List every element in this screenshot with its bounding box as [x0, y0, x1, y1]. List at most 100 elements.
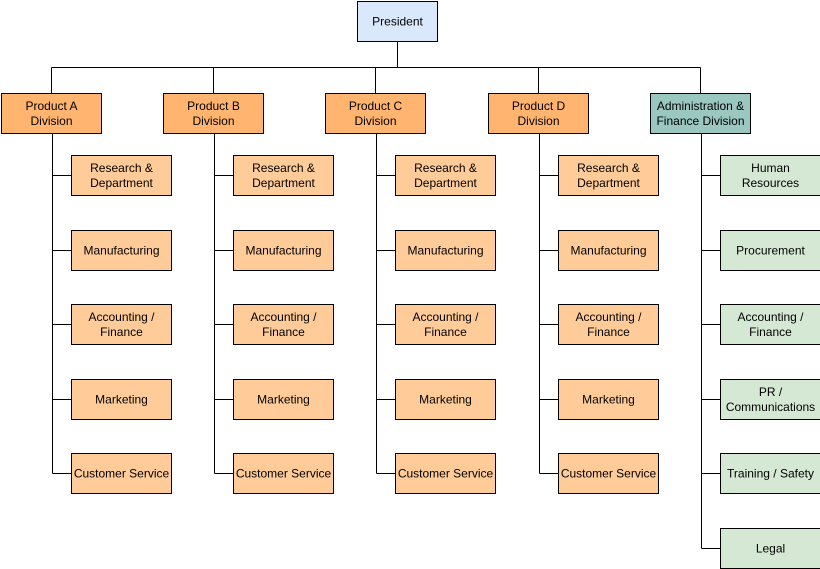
department-human-resources-box [720, 155, 820, 196]
department-pr-communications-label: PR / [759, 385, 783, 399]
department-accounting-finance-label: Finance [749, 325, 792, 339]
department-pr-communications-box [720, 379, 820, 420]
department-accounting-finance-box [71, 304, 172, 345]
president-node: President [357, 1, 438, 42]
department-legal-label: Legal [756, 542, 785, 556]
department-customer-service: Customer Service [395, 453, 496, 494]
department-manufacturing-label: Manufacturing [83, 244, 159, 258]
department-marketing: Marketing [395, 379, 496, 420]
department-marketing-box [395, 379, 496, 420]
department-manufacturing-label: Manufacturing [245, 244, 321, 258]
department-marketing: Marketing [71, 379, 172, 420]
department-manufacturing-label: Manufacturing [570, 244, 646, 258]
division-product-c-division-box [325, 93, 426, 134]
division-product-c-division-label: Division [354, 114, 396, 128]
department-training-safety: Training / Safety [720, 453, 820, 494]
department-manufacturing: Manufacturing [71, 230, 172, 271]
department-research-department-box [233, 155, 334, 196]
division-product-a-division-label: Division [30, 114, 72, 128]
department-legal: Legal [720, 528, 820, 569]
department-customer-service: Customer Service [558, 453, 659, 494]
department-customer-service-box [558, 453, 659, 494]
department-accounting-finance: Accounting /Finance [71, 304, 172, 345]
department-customer-service-label: Customer Service [398, 467, 494, 481]
division-administration-finance-division-box [650, 93, 751, 134]
department-marketing-label: Marketing [582, 393, 635, 407]
department-human-resources-label: Human [751, 161, 790, 175]
department-research-department-label: Research & [414, 161, 477, 175]
department-pr-communications-label: Communications [726, 400, 815, 414]
department-research-department-label: Research & [90, 161, 153, 175]
department-research-department: Research &Department [233, 155, 334, 196]
department-customer-service-label: Customer Service [74, 467, 170, 481]
division-administration-finance-division: Administration &Finance Division [650, 93, 751, 134]
department-training-safety-label: Training / Safety [727, 467, 814, 481]
department-marketing: Marketing [558, 379, 659, 420]
division-product-d-division-box [488, 93, 589, 134]
department-accounting-finance-label: Finance [262, 325, 305, 339]
department-manufacturing-box [71, 230, 172, 271]
department-accounting-finance-label: Accounting / [575, 310, 642, 324]
department-research-department-label: Research & [252, 161, 315, 175]
department-procurement-label: Procurement [736, 244, 805, 258]
department-accounting-finance-box [395, 304, 496, 345]
department-customer-service: Customer Service [71, 453, 172, 494]
department-customer-service-box [71, 453, 172, 494]
division-product-b-division-label: Division [192, 114, 234, 128]
department-customer-service-box [233, 453, 334, 494]
department-research-department-box [395, 155, 496, 196]
department-research-department-box [558, 155, 659, 196]
president-node-box [357, 1, 438, 42]
division-product-c-division-label: Product C [349, 99, 403, 113]
division-product-b-division-box [163, 93, 264, 134]
department-marketing-box [71, 379, 172, 420]
department-human-resources-label: Resources [742, 176, 799, 190]
department-research-department-label: Department [577, 176, 640, 190]
department-marketing: Marketing [233, 379, 334, 420]
department-procurement: Procurement [720, 230, 820, 271]
department-marketing-label: Marketing [257, 393, 310, 407]
department-customer-service-label: Customer Service [561, 467, 657, 481]
department-accounting-finance-label: Finance [587, 325, 630, 339]
department-procurement-box [720, 230, 820, 271]
division-administration-finance-division-label: Finance Division [656, 114, 744, 128]
department-legal-box [720, 528, 820, 569]
department-manufacturing-label: Manufacturing [407, 244, 483, 258]
department-research-department-label: Department [414, 176, 477, 190]
department-accounting-finance: Accounting /Finance [233, 304, 334, 345]
department-manufacturing-box [233, 230, 334, 271]
department-accounting-finance-label: Accounting / [88, 310, 155, 324]
division-product-d-division-label: Product D [512, 99, 566, 113]
department-accounting-finance-box [233, 304, 334, 345]
department-accounting-finance: Accounting /Finance [395, 304, 496, 345]
division-product-d-division-label: Division [517, 114, 559, 128]
department-manufacturing-box [395, 230, 496, 271]
department-manufacturing: Manufacturing [233, 230, 334, 271]
department-marketing-box [233, 379, 334, 420]
department-research-department-label: Research & [577, 161, 640, 175]
department-training-safety-box [720, 453, 820, 494]
department-accounting-finance-label: Finance [100, 325, 143, 339]
division-product-a-division-label: Product A [25, 99, 77, 113]
division-administration-finance-division-label: Administration & [657, 99, 744, 113]
department-accounting-finance-label: Accounting / [250, 310, 317, 324]
department-customer-service-box [395, 453, 496, 494]
department-marketing-label: Marketing [419, 393, 472, 407]
department-customer-service: Customer Service [233, 453, 334, 494]
department-manufacturing: Manufacturing [395, 230, 496, 271]
department-customer-service-label: Customer Service [236, 467, 332, 481]
department-pr-communications: PR /Communications [720, 379, 820, 420]
department-accounting-finance-label: Accounting / [737, 310, 804, 324]
department-manufacturing-box [558, 230, 659, 271]
president-node-label: President [372, 15, 423, 29]
department-research-department-label: Department [252, 176, 315, 190]
department-research-department: Research &Department [395, 155, 496, 196]
department-accounting-finance: Accounting /Finance [558, 304, 659, 345]
department-research-department: Research &Department [71, 155, 172, 196]
